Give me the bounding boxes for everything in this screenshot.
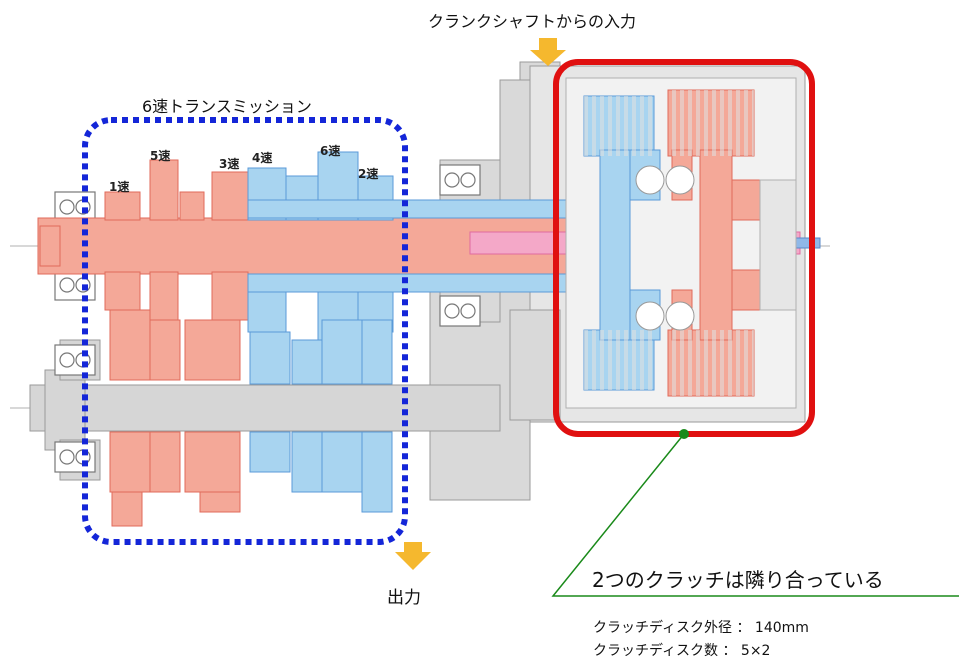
input-label: クランクシャフトからの入力 — [428, 12, 637, 31]
clutch-discs-blue-top — [584, 96, 654, 156]
output-label: 出力 — [387, 588, 421, 608]
even-gears — [247, 151, 579, 513]
transmission-frame — [82, 117, 408, 545]
output-arrow-icon — [395, 542, 431, 570]
gear-label-2: 2速 — [358, 166, 378, 181]
clutch-callout: 2つのクラッチは隣り合っている — [592, 568, 884, 592]
gear-label-3: 3速 — [219, 156, 239, 171]
odd-gears — [104, 159, 249, 527]
clutch-discs-red-top — [668, 90, 754, 156]
gear-label-1: 1速 — [109, 179, 129, 194]
input-arrow-icon — [530, 38, 566, 66]
clutch-discs-red-bottom — [668, 330, 754, 396]
spec-disc-count: クラッチディスク数 ： 5×2 — [593, 643, 771, 659]
transmission-label: 6速トランスミッション — [142, 97, 312, 116]
gear-label-5: 5速 — [150, 148, 170, 163]
spec-outer-diameter: クラッチディスク外径 ： 140mm — [593, 620, 809, 636]
clutch-discs-blue-bottom — [584, 330, 654, 390]
bearings — [54, 164, 481, 473]
gear-label-6: 6速 — [320, 143, 340, 158]
leader-line — [551, 433, 959, 597]
clutch-assembly — [565, 77, 797, 409]
gear-label-4: 4速 — [252, 150, 272, 165]
